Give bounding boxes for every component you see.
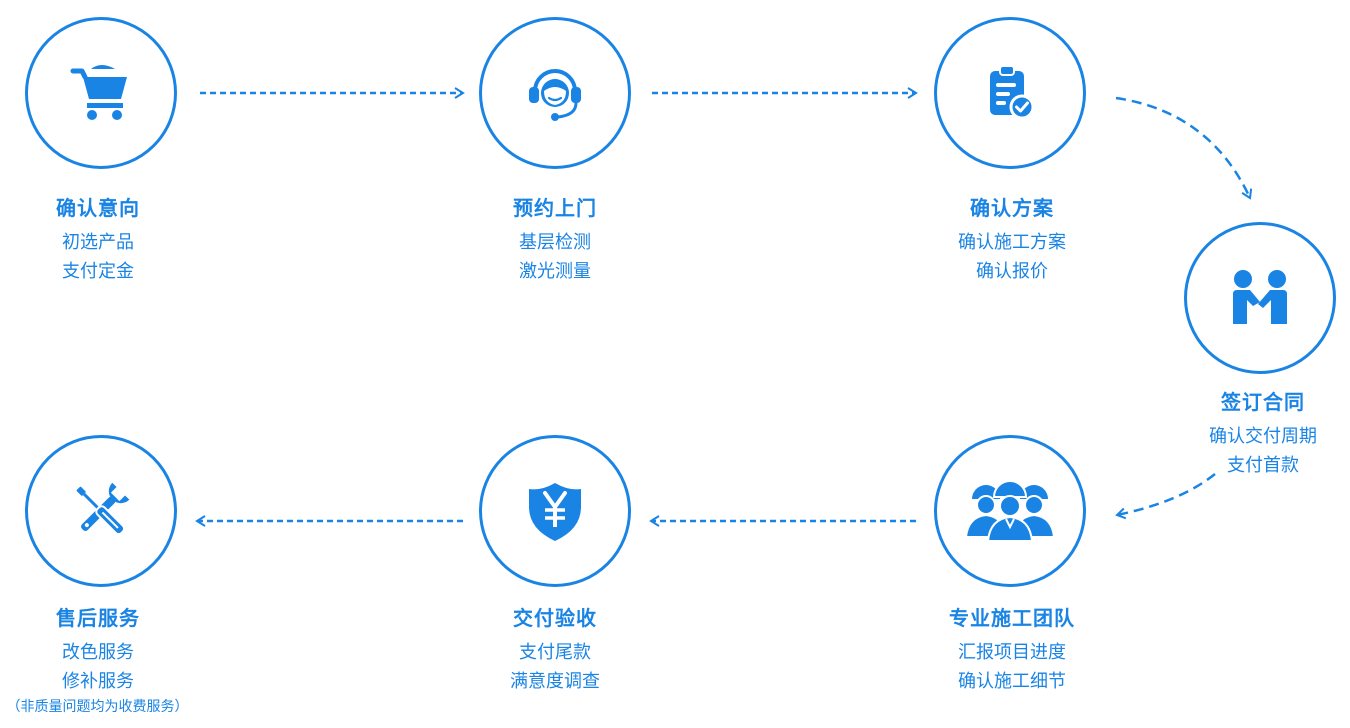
step-3-title: 确认方案: [970, 196, 1054, 220]
step-2-line-1: 基层检测: [519, 232, 591, 253]
step-2-title: 预约上门: [513, 196, 597, 220]
handshake-icon: [1233, 270, 1287, 324]
step-4-circle: [1184, 222, 1336, 374]
step-6-line-1: 支付尾款: [519, 642, 591, 663]
step-2-line-2: 激光测量: [519, 261, 591, 282]
step-4-title: 签订合同: [1221, 390, 1305, 414]
step-6-line-2: 满意度调查: [510, 671, 600, 692]
step-5-text: 专业施工团队 汇报项目进度 确认施工细节: [902, 606, 1122, 696]
step-1-line-2: 支付定金: [62, 261, 134, 282]
arrow-step3-to-step4: [1115, 96, 1253, 200]
step-7-text: 售后服务 改色服务 修补服务: [0, 606, 208, 696]
step-5-line-2: 确认施工细节: [958, 671, 1066, 692]
step-7-title: 售后服务: [56, 606, 140, 630]
headset-agent-icon: [529, 69, 581, 121]
step-3-circle: [934, 17, 1086, 169]
step-7-line-2: 修补服务: [62, 671, 134, 692]
step-2-text: 预约上门 基层检测 激光测量: [445, 196, 665, 286]
arrow-step4-to-step5: [1115, 473, 1216, 520]
step-5-title: 专业施工团队: [949, 606, 1075, 630]
tools-icon: [76, 482, 130, 536]
step-7-circle: [25, 435, 177, 587]
step-6-title: 交付验收: [513, 606, 597, 630]
yuan-shield-icon: [529, 483, 581, 541]
step-4-line-2: 支付首款: [1227, 455, 1299, 476]
step-7-line-1: 改色服务: [62, 642, 134, 663]
step-3-line-1: 确认施工方案: [958, 232, 1066, 253]
step-5-line-1: 汇报项目进度: [958, 642, 1066, 663]
step-2-circle: [479, 17, 631, 169]
step-1-circle: [25, 17, 177, 169]
step-3-line-2: 确认报价: [976, 261, 1048, 282]
step-1-text: 确认意向 初选产品 支付定金: [0, 196, 208, 286]
step-6-circle: [479, 435, 631, 587]
step-3-text: 确认方案 确认施工方案 确认报价: [902, 196, 1122, 286]
shopping-cart-icon: [70, 65, 127, 120]
workers-team-icon: [964, 480, 1056, 542]
step-4-text: 签订合同 确认交付周期 支付首款: [1153, 390, 1350, 480]
step-7-note: （非质量问题均为收费服务）: [6, 699, 189, 715]
step-1-title: 确认意向: [56, 196, 140, 220]
step-6-text: 交付验收 支付尾款 满意度调查: [445, 606, 665, 696]
step-5-circle: [934, 435, 1086, 587]
clipboard-check-icon: [990, 65, 1035, 120]
step-4-line-1: 确认交付周期: [1209, 426, 1317, 447]
step-1-line-1: 初选产品: [62, 232, 134, 253]
